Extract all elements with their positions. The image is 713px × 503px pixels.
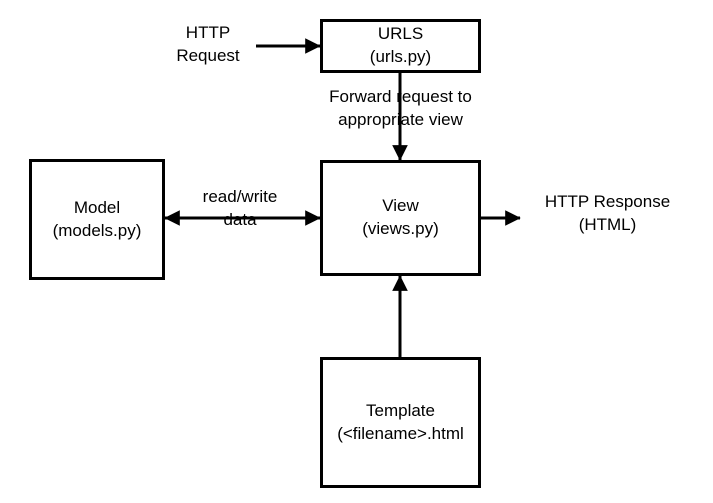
edge-label-http-request: HTTP Request <box>160 22 256 68</box>
node-template-subtitle: (<filename>.html <box>337 423 464 443</box>
edge-label-read-write-data: read/write data <box>190 186 290 232</box>
edge-label-http-response-line2: (HTML) <box>578 214 637 234</box>
edge-label-read-write-data-line2: data <box>223 209 257 229</box>
node-view-subtitle: (views.py) <box>362 219 439 238</box>
edge-label-http-request-line2: Request <box>176 45 240 65</box>
node-urls[interactable]: URLS (urls.py) <box>320 19 481 73</box>
edge-label-http-request-line1: HTTP <box>185 23 231 42</box>
node-template-title: Template <box>366 400 435 420</box>
edge-label-read-write-data-line1: read/write <box>202 187 278 206</box>
node-model-title: Model <box>73 197 121 217</box>
edge-label-forward-request: Forward request to appropriate view <box>320 86 481 132</box>
node-template[interactable]: Template (<filename>.html <box>320 357 481 488</box>
node-model[interactable]: Model (models.py) <box>29 159 165 280</box>
node-view[interactable]: View (views.py) <box>320 160 481 276</box>
node-urls-title: URLS <box>377 24 424 44</box>
edge-label-forward-request-line2: appropriate view <box>338 109 463 129</box>
node-urls-subtitle: (urls.py) <box>369 47 432 66</box>
edge-label-forward-request-line1: Forward request to <box>329 87 472 106</box>
node-view-title: View <box>382 196 419 216</box>
node-model-subtitle: (models.py) <box>52 220 142 240</box>
edge-label-http-response-line1: HTTP Response <box>544 192 671 211</box>
edge-label-http-response: HTTP Response (HTML) <box>525 191 690 237</box>
